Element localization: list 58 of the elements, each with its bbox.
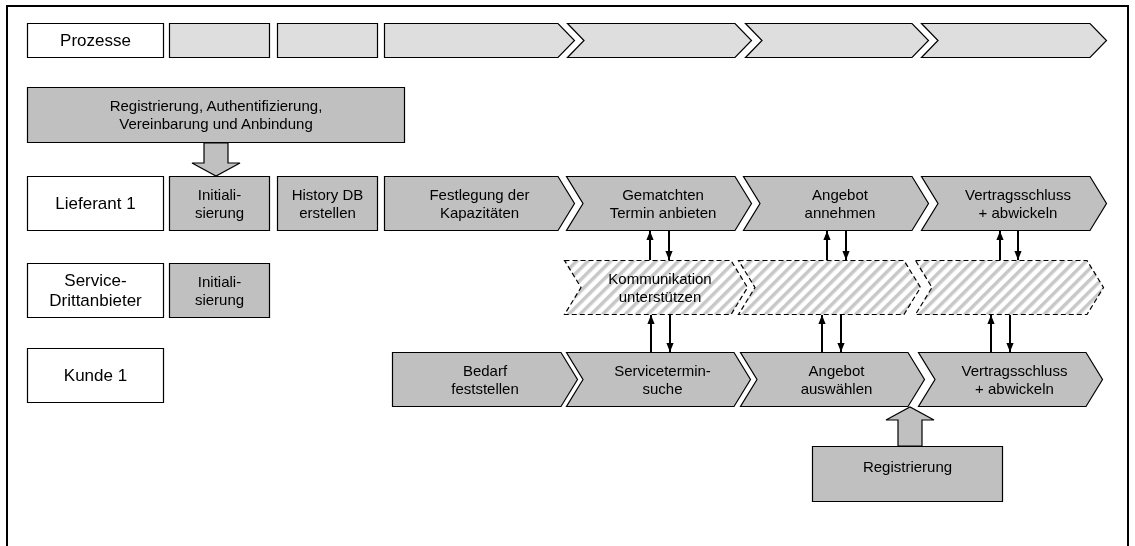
process-step <box>566 352 751 407</box>
lane-label-box <box>27 263 164 318</box>
process-step <box>740 352 925 407</box>
lane-label: Kunde 1 <box>63 365 128 386</box>
dashed-process-step <box>915 260 1104 315</box>
process-step <box>392 352 578 407</box>
step-label: Initiali- sierung <box>193 272 246 309</box>
process-step <box>567 23 752 58</box>
lane-label: Service- Drittanbieter <box>48 270 143 311</box>
lane-label: Lieferant 1 <box>55 193 136 214</box>
step-label: Vertragsschluss + abwickeln <box>960 361 1069 398</box>
step-label: Bedarf feststellen <box>450 361 520 398</box>
process-step <box>745 23 929 58</box>
arrow <box>996 230 1004 261</box>
step-label: History DB erstellen <box>290 185 365 222</box>
process-box <box>169 176 270 231</box>
process-box <box>277 23 378 58</box>
step-label: Angebot auswählen <box>799 361 874 398</box>
process-step <box>384 176 575 231</box>
lane-label: Prozesse <box>60 30 131 51</box>
arrow <box>987 314 995 353</box>
block-arrow <box>885 406 935 447</box>
arrow <box>647 314 655 353</box>
arrow <box>842 230 850 261</box>
process-step <box>743 176 929 231</box>
process-box <box>27 87 405 143</box>
step-label: Servicetermin- suche <box>613 361 712 398</box>
step-label: Initiali- sierung <box>193 185 246 222</box>
lane-label-box <box>27 176 164 231</box>
step-label: Gematchten Termin anbieten <box>608 185 718 222</box>
arrow <box>665 230 673 261</box>
process-box <box>169 23 270 58</box>
step-label: Kommunikation unterstützen <box>607 269 713 306</box>
process-box <box>277 176 378 231</box>
arrow <box>818 314 826 353</box>
arrow <box>666 314 674 353</box>
step-label: Festlegung der Kapazitäten <box>428 185 531 222</box>
process-box <box>812 446 1003 502</box>
dashed-process-step <box>738 260 921 315</box>
block-arrow <box>191 142 241 177</box>
step-label: Registrierung, Authentifizierung, Vereinbarung und Anbindung <box>108 97 324 133</box>
arrow <box>1006 314 1014 353</box>
step-label: Vertragsschluss + abwickeln <box>964 185 1072 222</box>
step-label: Angebot annehmen <box>803 185 877 222</box>
process-step <box>921 176 1107 231</box>
process-box <box>169 263 270 318</box>
lane-label-box <box>27 348 164 403</box>
arrow <box>646 230 654 261</box>
process-step <box>918 352 1103 407</box>
process-step <box>566 176 752 231</box>
lane-label-box <box>27 23 164 58</box>
arrow <box>823 230 831 261</box>
process-step <box>384 23 575 58</box>
arrow <box>1014 230 1022 261</box>
dashed-process-step <box>564 260 748 315</box>
step-label: Registrierung <box>862 458 953 476</box>
process-step <box>921 23 1107 58</box>
arrow <box>837 314 845 353</box>
